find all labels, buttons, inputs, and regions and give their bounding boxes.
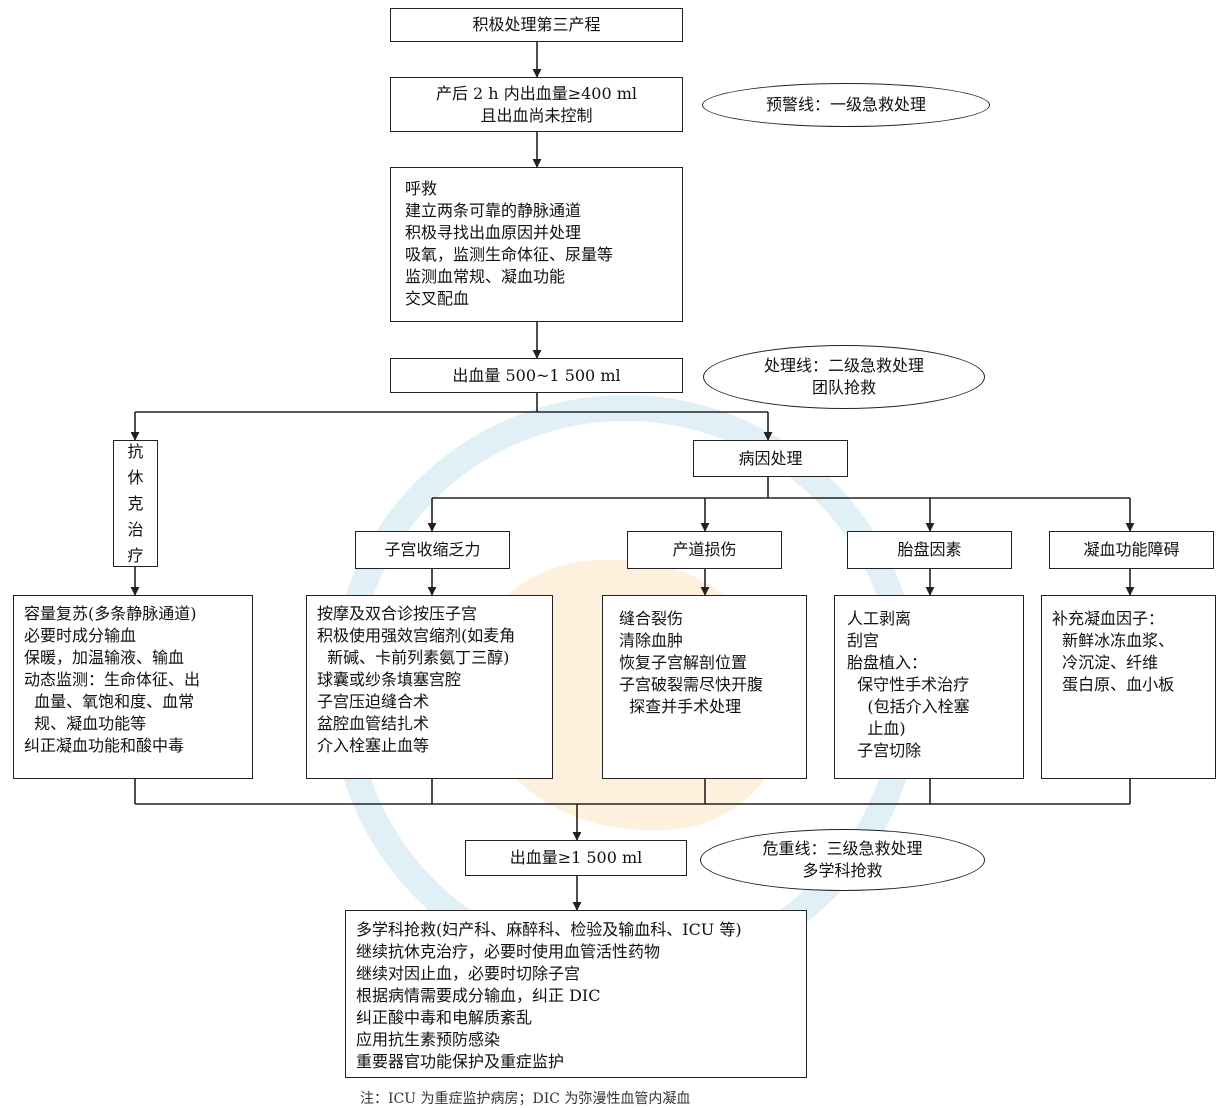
oval-critical-line-line: 多学科抢救 [802,861,883,880]
node-first-actions-line: 建立两条可靠的静脉通道 [405,201,582,220]
node-pph-500-line: 出血量 500~1 500 ml [452,365,621,385]
node-pph-1500-line: 出血量≥1 500 ml [509,848,643,867]
oval-treatment-line-line: 处理线：二级急救处理 [763,356,924,375]
oval-critical-line-line: 危重线：三级急救处理 [762,839,923,858]
node-canal-detail-line: 缝合裂伤 [619,609,684,628]
node-placenta-detail-line: 刮宫 [847,631,880,650]
node-placenta-detail-line: 胎盘植入： [847,653,928,672]
node-atony-detail-line: 新碱、卡前列素氨丁三醇) [317,648,510,667]
node-coag-detail-line: 蛋白原、血小板 [1052,675,1175,694]
node-atony-detail-line: 介入栓塞止血等 [317,736,430,755]
node-final-actions-line: 重要器官功能保护及重症监护 [356,1052,565,1071]
node-placenta-detail-line: 保守性手术治疗 [847,675,970,694]
node-canal-detail-line: 子宫破裂需尽快开腹 [619,675,764,694]
node-placenta-detail-line: 人工剥离 [847,609,912,628]
oval-critical-line: 危重线：三级急救处理多学科抢救 [700,829,985,891]
node-birth-canal: 产道损伤 [627,531,782,569]
node-anti-shock-line: 克 [127,493,144,513]
node-pph-500: 出血量 500~1 500 ml [390,358,683,393]
node-first-actions-line: 监测血常规、凝血功能 [405,267,566,286]
node-atony-detail: 按摩及双合诊按压子宫积极使用强效宫缩剂(如麦角 新碱、卡前列素氨丁三醇) 球囊或纱… [306,595,553,779]
oval-treatment-line-line: 团队抢救 [811,378,876,397]
node-placenta-detail-line: 止血) [847,719,906,738]
node-coag-detail-line: 新鲜冰冻血浆、 [1052,631,1175,650]
node-atony-detail-line: 积极使用强效宫缩剂(如麦角 [317,626,516,645]
node-final-actions-line: 纠正酸中毒和电解质紊乱 [356,1008,533,1027]
node-anti-shock-line: 抗 [127,441,144,461]
node-anti-shock-line: 治 [127,519,144,539]
node-placenta-detail: 人工剥离刮宫胎盘植入： 保守性手术治疗 (包括介入栓塞 止血) 子宫切除 [834,595,1024,779]
node-anti-shock-detail-line: 必要时成分输血 [24,626,137,645]
oval-warning-line-line: 预警线：一级急救处理 [765,95,926,114]
node-coag-detail: 补充凝血因子： 新鲜冰冻血浆、 冷沉淀、纤维 蛋白原、血小板 [1041,595,1216,779]
node-anti-shock-detail-line: 保暖，加温输液、输血 [24,648,185,667]
node-coagulation: 凝血功能障碍 [1049,531,1214,569]
node-anti-shock-detail-line: 血量、氧饱和度、血常 [24,692,195,711]
node-first-actions-line: 吸氧，监测生命体征、尿量等 [405,245,614,264]
node-coag-detail-line: 冷沉淀、纤维 [1052,653,1159,672]
node-anti-shock-detail: 容量复苏(多条静脉通道) 必要时成分输血保暖，加温输液、输血动态监测：生命体征、出… [13,595,253,779]
node-final-actions-line: 应用抗生素预防感染 [356,1030,501,1049]
node-anti-shock-line: 休 [127,467,144,487]
node-etiology-line: 病因处理 [738,448,803,468]
node-start-line: 积极处理第三产程 [472,15,601,34]
node-pph-1500: 出血量≥1 500 ml [465,840,687,876]
node-final-actions-line: 继续对因止血，必要时切除子宫 [356,964,581,983]
node-anti-shock-detail-line: 动态监测：生命体征、出 [24,670,201,689]
node-final-actions-line: 继续抗休克治疗，必要时使用血管活性药物 [356,942,661,961]
node-canal-detail-line: 清除血肿 [619,631,684,650]
node-birth-canal-line: 产道损伤 [672,540,737,559]
footnote: 注：ICU 为重症监护病房；DIC 为弥漫性血管内凝血 [360,1091,691,1107]
node-anti-shock-detail-line: 规、凝血功能等 [24,714,147,733]
node-coagulation-line: 凝血功能障碍 [1083,540,1180,559]
node-start: 积极处理第三产程 [390,8,683,42]
node-canal-detail-line: 恢复子宫解剖位置 [619,653,748,672]
oval-warning-line: 预警线：一级急救处理 [702,83,990,127]
node-first-actions-line: 积极寻找出血原因并处理 [405,223,582,242]
node-anti-shock: 抗休克治疗 [113,440,158,567]
node-final-actions: 多学科抢救(妇产科、麻醉科、检验及输血科、ICU 等) 继续抗休克治疗，必要时使用… [345,910,807,1078]
node-first-actions-line: 呼救 [405,179,438,198]
node-canal-detail-line: 探查并手术处理 [619,697,742,716]
node-final-actions-line: 多学科抢救(妇产科、麻醉科、检验及输血科、ICU 等) [356,920,742,939]
node-final-actions-line: 根据病情需要成分输血，纠正 DIC [356,986,601,1005]
node-placenta-line: 胎盘因素 [897,540,962,559]
node-placenta-detail-line: 子宫切除 [847,741,922,760]
node-anti-shock-detail-line: 容量复苏(多条静脉通道) [24,604,197,623]
node-uterine-atony: 子宫收缩乏力 [355,531,510,569]
node-canal-detail: 缝合裂伤清除血肿恢复子宫解剖位置子宫破裂需尽快开腹 探查并手术处理 [602,595,807,779]
node-atony-detail-line: 按摩及双合诊按压子宫 [317,604,478,623]
node-pph-400-line: 产后 2 h 内出血量≥400 ml [435,83,638,103]
node-uterine-atony-line: 子宫收缩乏力 [384,540,481,559]
node-coag-detail-line: 补充凝血因子： [1052,609,1165,628]
oval-treatment-line: 处理线：二级急救处理团队抢救 [703,345,985,409]
node-first-actions-line: 交叉配血 [405,289,470,308]
node-atony-detail-line: 盆腔血管结扎术 [317,714,430,733]
node-etiology: 病因处理 [693,440,848,477]
node-first-actions: 呼救建立两条可靠的静脉通道积极寻找出血原因并处理吸氧，监测生命体征、尿量等监测血… [390,167,683,322]
node-placenta-detail-line: (包括介入栓塞 [847,697,970,716]
node-atony-detail-line: 子宫压迫缝合术 [317,692,430,711]
node-atony-detail-line: 球囊或纱条填塞宫腔 [317,670,462,689]
node-anti-shock-detail-line: 纠正凝血功能和酸中毒 [24,736,185,755]
node-anti-shock-line: 疗 [127,545,144,565]
node-placenta: 胎盘因素 [847,531,1012,569]
node-pph-400-line: 且出血尚未控制 [480,105,593,125]
